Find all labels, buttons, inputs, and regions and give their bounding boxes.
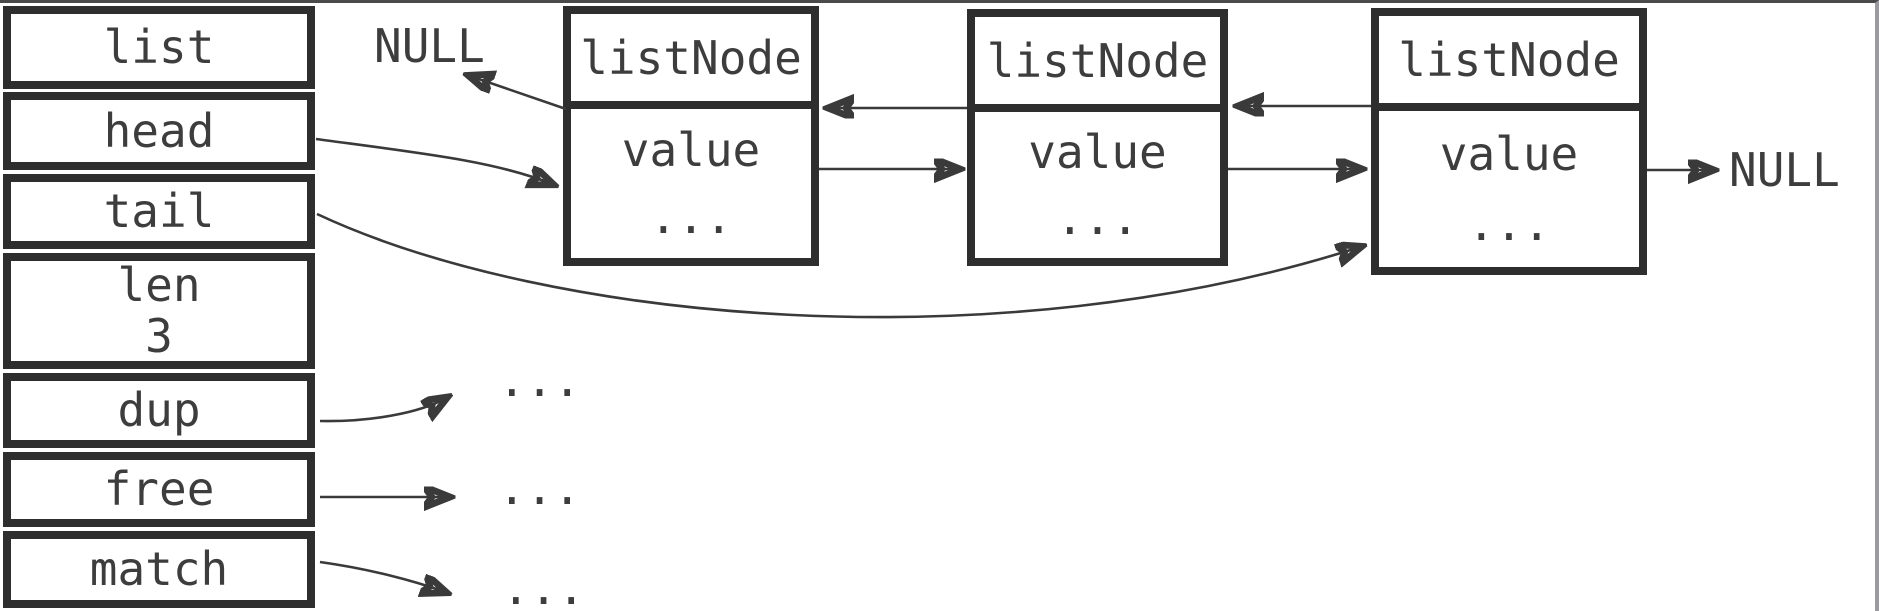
list-node-1-ellipsis: ... (649, 190, 733, 245)
list-node-3-body: value ... (1379, 111, 1639, 267)
null-label-left: NULL (374, 19, 485, 73)
struct-label-tail: tail (103, 184, 215, 239)
dup-target-ellipsis: ... (498, 353, 582, 407)
arrow-head-to-node1 (315, 137, 552, 184)
struct-label-dup: dup (117, 383, 201, 438)
struct-label-head: head (103, 103, 215, 158)
list-node-1-value: value (621, 122, 761, 177)
struct-cell-head: head (3, 92, 315, 170)
arrow-node1-prev-to-null (470, 76, 567, 111)
list-node-2-title: listNode (986, 33, 1209, 88)
list-node-2-ellipsis: ... (1055, 191, 1140, 246)
list-node-3-title: listNode (1398, 32, 1620, 87)
list-node-3-header: listNode (1379, 16, 1639, 111)
match-target-ellipsis: ... (502, 561, 586, 611)
list-node-1-body: value ... (571, 109, 811, 258)
list-node-2-header: listNode (975, 17, 1220, 112)
list-node-1-header: listNode (571, 14, 811, 109)
struct-label-len: len (117, 258, 201, 313)
struct-value-len: 3 (145, 309, 173, 363)
struct-label-match: match (89, 542, 229, 597)
free-target-ellipsis: ... (498, 461, 582, 515)
list-node-3-value: value (1439, 127, 1579, 181)
list-node-2-value: value (1028, 124, 1167, 179)
struct-label-free: free (103, 462, 215, 517)
list-node-2: listNode value ... (967, 9, 1228, 266)
list-node-1: listNode value ... (563, 6, 819, 266)
struct-cell-tail: tail (3, 174, 315, 249)
struct-cell-dup: dup (3, 373, 315, 448)
struct-cell-free: free (3, 452, 315, 527)
struct-cell-match: match (3, 531, 315, 608)
null-label-right: NULL (1729, 143, 1840, 197)
struct-cell-list: list (3, 6, 315, 89)
arrow-match-to-ellipsis (319, 560, 445, 592)
list-node-3: listNode value ... (1371, 8, 1647, 275)
arrow-dup-to-ellipsis (319, 398, 446, 421)
list-node-2-body: value ... (975, 112, 1220, 258)
list-node-3-ellipsis: ... (1467, 197, 1551, 251)
list-node-1-title: listNode (580, 30, 802, 85)
struct-cell-len: len 3 (3, 253, 315, 369)
struct-label-list: list (103, 20, 215, 75)
